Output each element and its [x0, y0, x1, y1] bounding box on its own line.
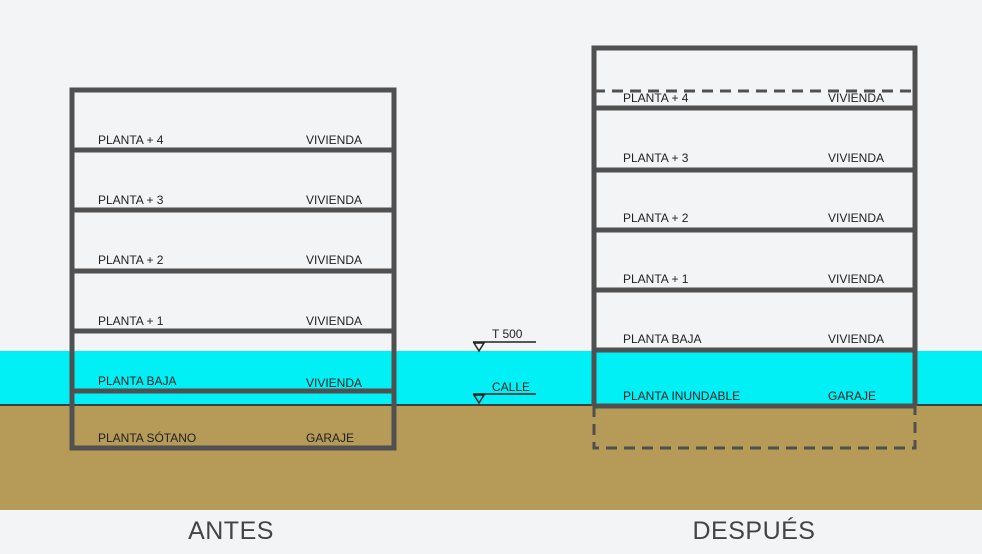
antes-floor-sotano-use: GARAJE — [306, 431, 354, 445]
despues-floor-inundable-name: PLANTA INUNDABLE — [623, 389, 740, 403]
despues-floor-labels: PLANTA + 4 VIVIENDA PLANTA + 3 VIVIENDA … — [623, 91, 884, 403]
despues-floor-inundable-use: GARAJE — [828, 389, 876, 403]
level-marker-street: CALLE — [472, 380, 536, 405]
street-level-label: CALLE — [492, 380, 530, 394]
despues-floor-1-use: VIVIENDA — [828, 272, 884, 286]
building-despues-dashed — [592, 89, 917, 450]
antes-floor-sotano-name: PLANTA SÓTANO — [98, 430, 196, 445]
despues-floor-4-use: VIVIENDA — [828, 91, 884, 105]
level-marker-flood: T 500 — [472, 327, 536, 353]
despues-floor-2-use: VIVIENDA — [828, 211, 884, 225]
antes-floor-baja-use: VIVIENDA — [306, 376, 362, 390]
antes-floor-4-use: VIVIENDA — [306, 133, 362, 147]
building-despues — [591, 45, 918, 409]
antes-floor-1-use: VIVIENDA — [306, 314, 362, 328]
antes-floor-labels: PLANTA + 4 VIVIENDA PLANTA + 3 VIVIENDA … — [98, 133, 362, 445]
antes-floor-3-use: VIVIENDA — [306, 193, 362, 207]
despues-floor-baja-use: VIVIENDA — [828, 332, 884, 346]
despues-floor-3-name: PLANTA + 3 — [623, 151, 689, 165]
antes-floor-2-use: VIVIENDA — [306, 253, 362, 267]
antes-floor-3-name: PLANTA + 3 — [98, 193, 164, 207]
building-antes — [69, 87, 397, 451]
antes-floor-baja-name: PLANTA BAJA — [98, 374, 176, 388]
caption-antes: ANTES — [188, 517, 274, 545]
despues-floor-1-name: PLANTA + 1 — [623, 272, 689, 286]
caption-despues: DESPUÉS — [693, 516, 816, 545]
flood-level-label: T 500 — [492, 327, 523, 341]
flood-water-band — [0, 351, 982, 405]
despues-floor-4-name: PLANTA + 4 — [623, 91, 689, 105]
antes-floor-4-name: PLANTA + 4 — [98, 133, 164, 147]
antes-floor-1-name: PLANTA + 1 — [98, 314, 164, 328]
ground — [0, 405, 982, 510]
despues-floor-baja-name: PLANTA BAJA — [623, 332, 701, 346]
despues-floor-2-name: PLANTA + 2 — [623, 211, 689, 225]
antes-floor-2-name: PLANTA + 2 — [98, 253, 164, 267]
despues-floor-3-use: VIVIENDA — [828, 151, 884, 165]
